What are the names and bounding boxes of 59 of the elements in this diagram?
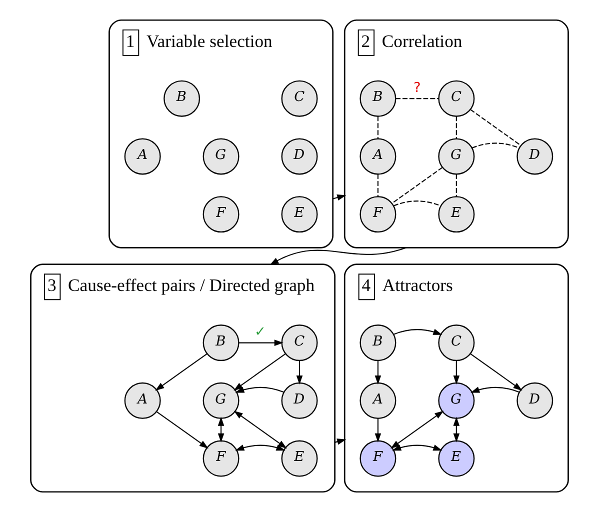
arrow	[233, 410, 286, 449]
connector	[376, 116, 378, 139]
node-circle: G	[202, 382, 239, 419]
node-circle: E	[438, 440, 474, 477]
node-circle: F	[359, 440, 396, 477]
node-circle: D	[280, 138, 318, 175]
arrow	[296, 360, 302, 385]
arrow	[234, 444, 285, 451]
node-circle: C	[438, 324, 474, 362]
arrow	[332, 194, 346, 201]
node-circle: D	[516, 138, 553, 175]
edge-label: ?	[413, 80, 420, 96]
node-circle: B	[202, 324, 239, 362]
node-circle: A	[359, 382, 396, 419]
arrow	[452, 360, 460, 385]
node-circle: D	[516, 382, 553, 419]
arrow	[392, 328, 442, 335]
node-circle: C	[438, 80, 474, 117]
node-circle: A	[124, 382, 160, 419]
node-circle: F	[359, 196, 396, 233]
arrow	[234, 386, 284, 393]
arrow	[334, 438, 346, 445]
node-circle: F	[202, 196, 239, 233]
edge-label: ✓	[254, 324, 266, 340]
node-circle: G	[438, 382, 474, 419]
connector	[470, 109, 521, 146]
node-circle: B	[359, 324, 396, 362]
arrow	[374, 360, 381, 385]
arrow	[392, 444, 442, 451]
connector	[455, 116, 456, 139]
node-circle: F	[202, 440, 239, 477]
node-circle: E	[438, 196, 474, 233]
arrow	[390, 410, 444, 449]
connector	[455, 174, 456, 197]
connector	[395, 98, 438, 100]
arrow	[217, 416, 224, 442]
node-circle: B	[163, 80, 200, 117]
node-circle: D	[280, 382, 318, 419]
connector	[376, 174, 378, 197]
node-circle: A	[124, 138, 160, 175]
node-circle: E	[280, 196, 318, 233]
node-circle: A	[359, 138, 396, 175]
arrow	[470, 386, 519, 393]
connector	[392, 200, 440, 206]
node-circle: B	[359, 80, 396, 117]
node-circle: C	[280, 80, 318, 117]
connector	[391, 166, 442, 204]
node-circle: C	[280, 324, 318, 362]
node-circle: G	[202, 138, 239, 175]
connector	[471, 142, 519, 149]
arrow	[154, 353, 207, 391]
node-circle: E	[280, 440, 318, 477]
node-circle: G	[438, 138, 474, 175]
arrow	[238, 340, 283, 346]
arrow	[233, 353, 286, 391]
arrow	[452, 416, 460, 442]
arrow	[374, 418, 381, 442]
arrow	[470, 353, 522, 391]
arrow	[156, 411, 208, 449]
